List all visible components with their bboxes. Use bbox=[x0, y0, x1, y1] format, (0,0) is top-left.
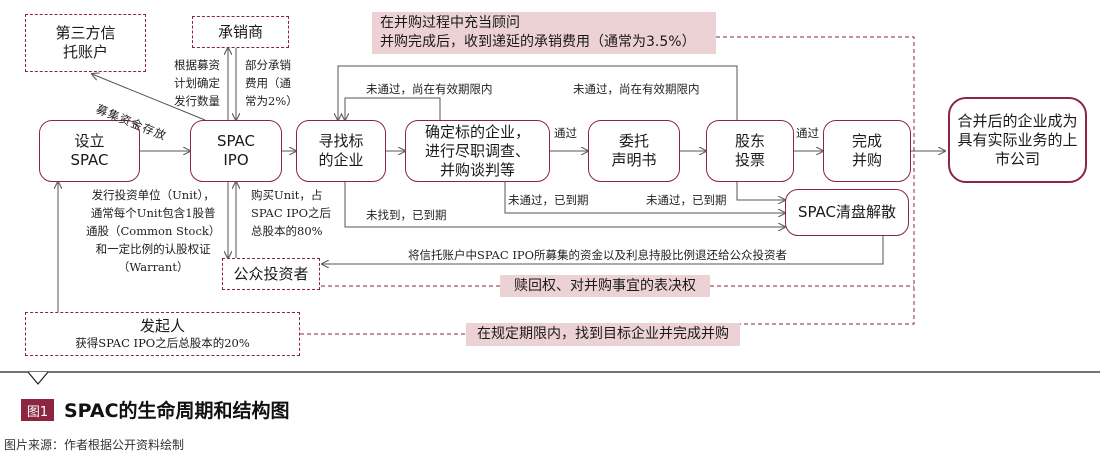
node-find-target: 寻找标 的企业 bbox=[296, 120, 386, 182]
label-unit-issue: 发行投资单位（Unit）， 通常每个Unit包含1股普 通股（Common St… bbox=[86, 188, 221, 274]
sponsor-share-note: 获得SPAC IPO之后总股本的20% bbox=[75, 336, 250, 350]
edge-liquidate-investors bbox=[322, 236, 884, 264]
edge-vote-loop bbox=[338, 65, 738, 120]
note-advisor: 在并购过程中充当顾问 并购完成后，收到递延的承销费用（通常为3.5%） bbox=[372, 12, 716, 54]
edge-vote-liquidate bbox=[736, 182, 785, 200]
label-refund: 将信托账户中SPAC IPO所募集的资金以及利息持股比例退还给公众投资者 bbox=[408, 248, 788, 262]
dash-underwriter-advisor bbox=[716, 36, 915, 325]
label-fail-valid-1: 未通过，尚在有效期限内 bbox=[366, 82, 493, 96]
label-buy-units: 购买Unit，占 SPAC IPO之后 总股本的80% bbox=[251, 188, 332, 238]
label-pass-2: 通过 bbox=[796, 126, 819, 140]
node-shareholder-vote: 股东 投票 bbox=[706, 120, 794, 182]
label-expired-1: 未通过，已到期 bbox=[508, 193, 589, 207]
node-spac-liquidation: SPAC清盘解散 bbox=[785, 189, 909, 236]
figure-tag: 图1 bbox=[21, 399, 54, 421]
sponsor-label: 发起人 bbox=[139, 317, 185, 335]
label-fail-valid-2: 未通过，尚在有效期限内 bbox=[573, 82, 700, 96]
edge-ipo-trust bbox=[92, 74, 206, 121]
figure-source: 图片来源：作者根据公开资料绘制 bbox=[4, 438, 185, 452]
label-pass-1: 通过 bbox=[554, 126, 577, 140]
label-not-found: 未找到，已到期 bbox=[366, 208, 447, 222]
node-public-investors: 公众投资者 bbox=[222, 258, 320, 290]
label-partial-fee: 部分承销 费用（通 常为2%） bbox=[245, 58, 298, 108]
divider-notch bbox=[27, 371, 49, 385]
node-proxy-statement: 委托 声明书 bbox=[588, 120, 680, 182]
edge-confirm-loop bbox=[345, 97, 441, 120]
figure-title: SPAC的生命周期和结构图 bbox=[64, 400, 290, 422]
node-merged-company: 合并后的企业成为 具有实际业务的上 市公司 bbox=[948, 97, 1087, 183]
node-confirm-target: 确定标的企业， 进行尽职调查、 并购谈判等 bbox=[405, 120, 550, 182]
note-deadline: 在规定期限内，找到目标企业并完成并购 bbox=[466, 323, 740, 346]
edge-confirm-liquidate bbox=[504, 182, 785, 213]
node-trust-account: 第三方信 托账户 bbox=[25, 14, 146, 72]
node-setup-spac: 设立 SPAC bbox=[39, 120, 140, 182]
node-spac-ipo: SPAC IPO bbox=[190, 120, 282, 182]
node-complete-merger: 完成 并购 bbox=[823, 120, 911, 182]
label-issue-plan: 根据募资 计划确定 发行数量 bbox=[174, 58, 220, 108]
node-sponsor: 发起人 获得SPAC IPO之后总股本的20% bbox=[25, 312, 300, 356]
node-underwriter: 承销商 bbox=[192, 16, 289, 48]
note-redeem-rights: 赎回权、对并购事宜的表决权 bbox=[500, 275, 710, 297]
edge-find-liquidate bbox=[344, 182, 785, 227]
label-expired-2: 未通过，已到期 bbox=[646, 193, 727, 207]
